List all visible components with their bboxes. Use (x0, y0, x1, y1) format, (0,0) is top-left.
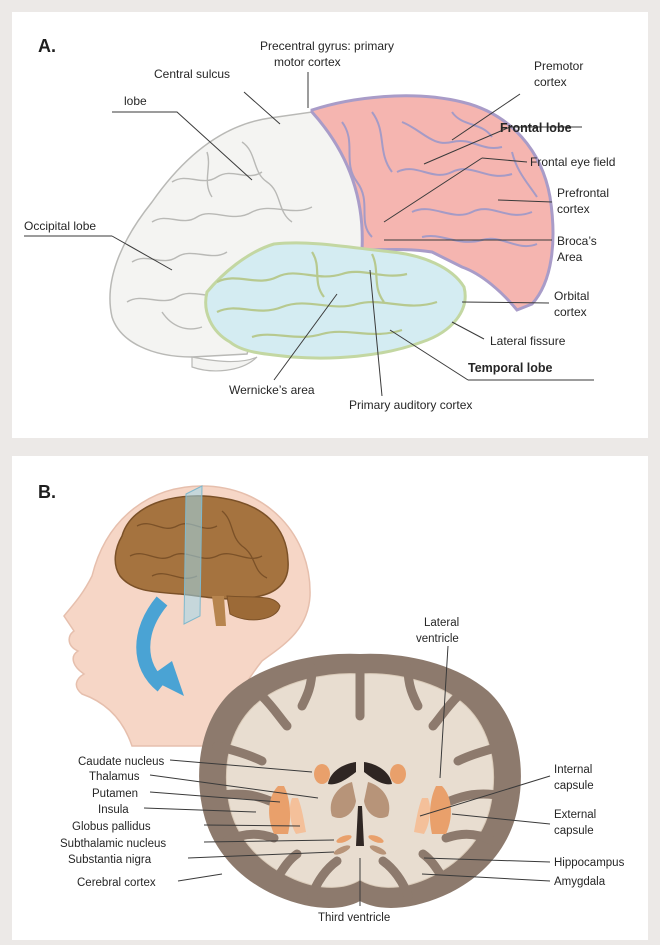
temporal-lobe-region (206, 243, 465, 358)
label-substantia-nigra: Substantia nigra (68, 854, 152, 866)
label-frontal-lobe: Frontal lobe (500, 121, 572, 135)
label-premotor-1: Premotor (534, 59, 583, 73)
panel-a-letter: A. (38, 36, 56, 57)
label-thalamus: Thalamus (89, 771, 140, 783)
label-subthalamic: Subthalamic nucleus (60, 838, 166, 850)
label-putamen: Putamen (92, 788, 138, 800)
label-brocas-2: Area (557, 250, 583, 264)
head-cerebellum (227, 596, 280, 620)
caudate-left (314, 764, 330, 784)
label-lateral-1: Lateral (424, 617, 459, 629)
panel-a: A. (12, 12, 648, 438)
label-third-ventricle: Third ventricle (318, 912, 390, 924)
label-insula: Insula (98, 804, 129, 816)
label-orbital-1: Orbital (554, 289, 589, 303)
label-lateral-fissure: Lateral fissure (490, 334, 566, 348)
label-external-2: capsule (554, 825, 594, 837)
label-temporal-lobe: Temporal lobe (468, 361, 553, 375)
panel-b-letter: B. (38, 482, 56, 503)
label-cerebral-cortex: Cerebral cortex (77, 877, 156, 889)
panel-b: B. (12, 456, 648, 940)
label-precentral-2: motor cortex (274, 55, 341, 69)
label-central-sulcus: Central sulcus (154, 67, 230, 81)
label-globus-pallidus: Globus pallidus (72, 821, 151, 833)
lateral-brain-diagram: Precentral gyrus: primary motor cortex C… (12, 12, 648, 438)
label-prefrontal-2: cortex (557, 202, 590, 216)
label-amygdala: Amygdala (554, 876, 606, 888)
label-occipital-lobe: Occipital lobe (24, 219, 96, 233)
coronal-section-diagram: Lateral ventricle Caudate nucleus Thalam… (12, 456, 648, 940)
label-brocas-1: Broca’s (557, 234, 597, 248)
label-prefrontal-1: Prefrontal (557, 186, 609, 200)
label-internal-1: Internal (554, 764, 592, 776)
coronal-plane (184, 486, 202, 624)
label-lateral-2: ventricle (416, 633, 459, 645)
label-lobe: lobe (124, 94, 147, 108)
label-caudate: Caudate nucleus (78, 756, 165, 768)
label-internal-2: capsule (554, 780, 594, 792)
cerebellum (192, 357, 257, 371)
label-wernickes-area: Wernicke’s area (229, 383, 315, 397)
caudate-right (390, 764, 406, 784)
label-frontal-eye-field: Frontal eye field (530, 155, 615, 169)
label-premotor-2: cortex (534, 75, 567, 89)
label-primary-auditory: Primary auditory cortex (349, 398, 472, 412)
label-hippocampus: Hippocampus (554, 857, 625, 869)
label-external-1: External (554, 809, 596, 821)
label-orbital-2: cortex (554, 305, 587, 319)
label-precentral-1: Precentral gyrus: primary (260, 39, 394, 53)
